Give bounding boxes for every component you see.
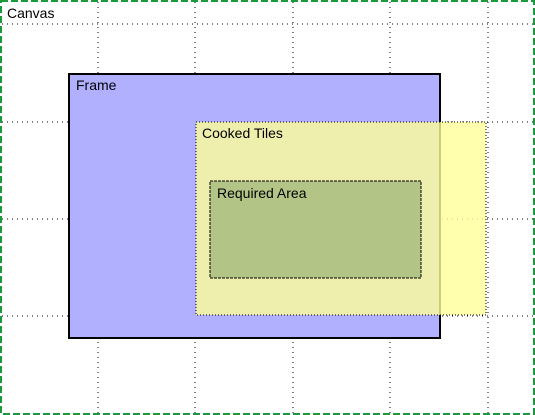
required-area-label: Required Area xyxy=(217,185,307,201)
cooked-tiles-label: Cooked Tiles xyxy=(202,125,283,141)
canvas-label: Canvas xyxy=(7,5,54,21)
required-area-rect xyxy=(209,180,422,279)
frame-label: Frame xyxy=(76,77,117,93)
